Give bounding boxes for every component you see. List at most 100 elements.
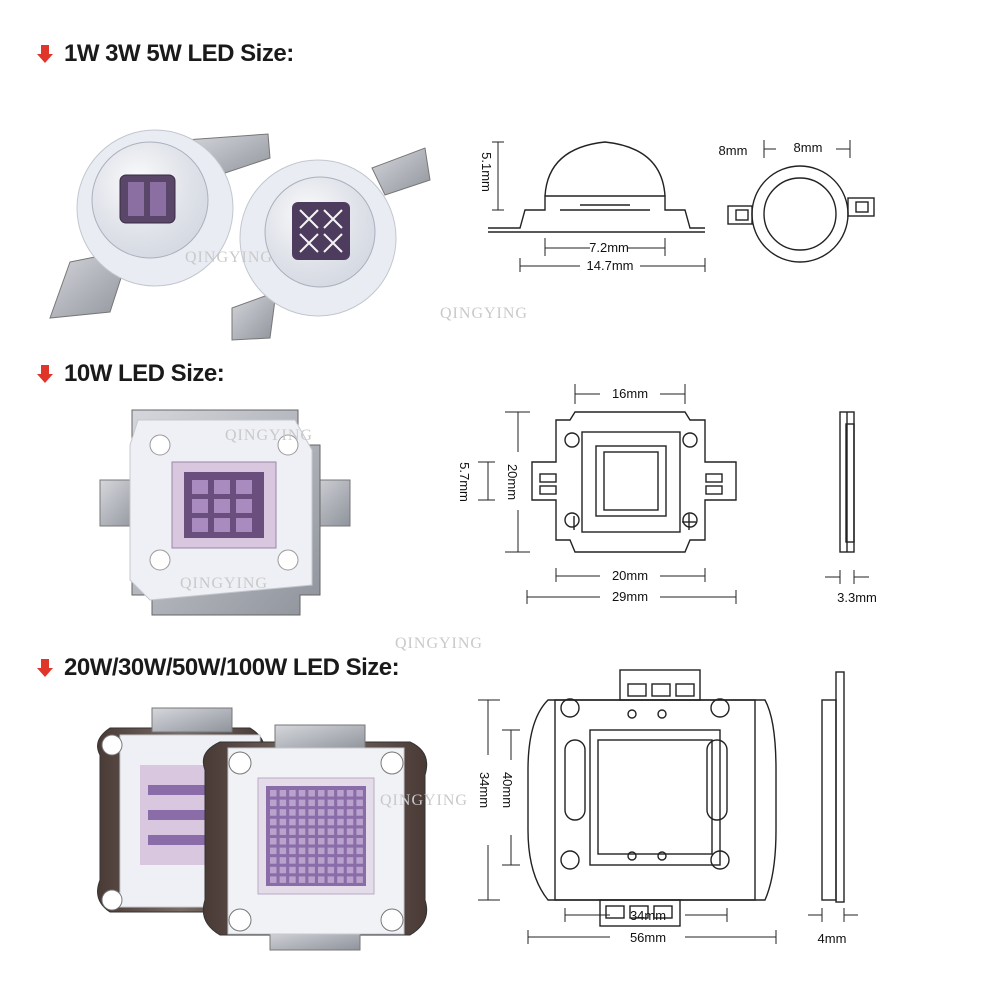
small-led-photo-left [49,129,271,319]
die-cell [356,809,363,816]
die-cell [279,857,287,864]
small-led-lens-width-label: 7.2mm [589,240,629,255]
die-cell [318,818,325,826]
watermark: QINGYING [180,575,268,592]
section-title-100w: 20W/30W/50W/100W LED Size: [36,654,400,682]
die-cell [279,790,287,797]
small-led-top-left-label: 8mm [719,143,748,158]
die-cell [270,838,277,845]
die-cell [318,828,325,835]
die-cell [327,876,335,883]
die-cell [318,838,325,845]
die-cell [298,876,306,883]
die-cell [356,866,363,874]
small-led-total-width-label: 14.7mm [587,258,634,273]
die-cell [270,847,277,855]
led-10w-photo [99,409,351,616]
die-cell [356,828,363,835]
die-cell [346,857,354,864]
die-cell [337,847,344,855]
led-10w-width-total-label: 29mm [612,589,648,604]
die-cell [289,847,296,855]
watermark: QINGYING [185,249,273,266]
die-cell [289,799,296,807]
die-cell [318,790,325,797]
die-cell [289,866,296,874]
die-cell [337,818,344,826]
die-cell [318,857,325,864]
die-cell [346,876,354,883]
section-title-text: 20W/30W/50W/100W LED Size: [64,654,400,681]
die-cell [270,809,277,816]
die-cell [279,818,287,826]
die-cell [308,847,315,855]
die-cell [346,799,354,807]
led-10w-top-label: 16mm [612,386,648,401]
die-cell [279,866,287,874]
die-cell [279,838,287,845]
die-cell [270,828,277,835]
led-10w-side-drawing [839,411,855,553]
die-cell [308,857,315,864]
die-cell [356,818,363,826]
led-100w-width-inner-label: 34mm [630,908,666,923]
die-cell [308,799,315,807]
die-cell [289,828,296,835]
die-cell [298,790,306,797]
led-10w-top-drawing [531,411,737,553]
die-cell [346,847,354,855]
die-cell [270,876,277,883]
die-cell [337,857,344,864]
die-cell [289,809,296,816]
die-cell [318,876,325,883]
down-arrow-icon [37,365,53,383]
die-cell [289,818,296,826]
die-cell [289,790,296,797]
die-grid [270,790,363,883]
die-cell [308,876,315,883]
small-led-width-dims [519,238,706,272]
led-10w-height-label: 20mm [505,464,520,500]
die-cell [337,790,344,797]
die-cell [298,838,306,845]
die-cell [308,809,315,816]
die-cell [346,790,354,797]
led-100w-height-outer-label: 40mm [500,772,515,808]
die-cell [337,876,344,883]
die-cell [327,790,335,797]
die-cell [298,828,306,835]
die-cell [270,866,277,874]
die-cell [346,809,354,816]
small-led-top-drawing [727,165,875,263]
die-cell [270,799,277,807]
led-10w-thickness-label: 3.3mm [837,590,877,605]
led-100w-thickness-label: 4mm [818,931,847,946]
die-cell [308,838,315,845]
die-cell [318,847,325,855]
die-cell [308,790,315,797]
die-cell [308,866,315,874]
die-cell [327,818,335,826]
die-cell [356,838,363,845]
die-cell [337,838,344,845]
die-cell [327,838,335,845]
die-cell [318,809,325,816]
small-led-height-dim [492,141,504,211]
die-cell [298,799,306,807]
watermark: QINGYING [380,792,468,809]
die-cell [337,809,344,816]
die-cell [270,790,277,797]
section-title-text: 10W LED Size: [64,360,225,387]
die-cell [279,799,287,807]
die-cell [318,799,325,807]
die-cell [346,838,354,845]
die-cell [327,857,335,864]
section-title-10w: 10W LED Size: [36,360,225,388]
die-cell [327,828,335,835]
section-title-text: 1W 3W 5W LED Size: [64,40,294,67]
die-cell [298,809,306,816]
die-cell [308,818,315,826]
die-cell [298,866,306,874]
led-100w-thickness-dim [808,908,858,922]
